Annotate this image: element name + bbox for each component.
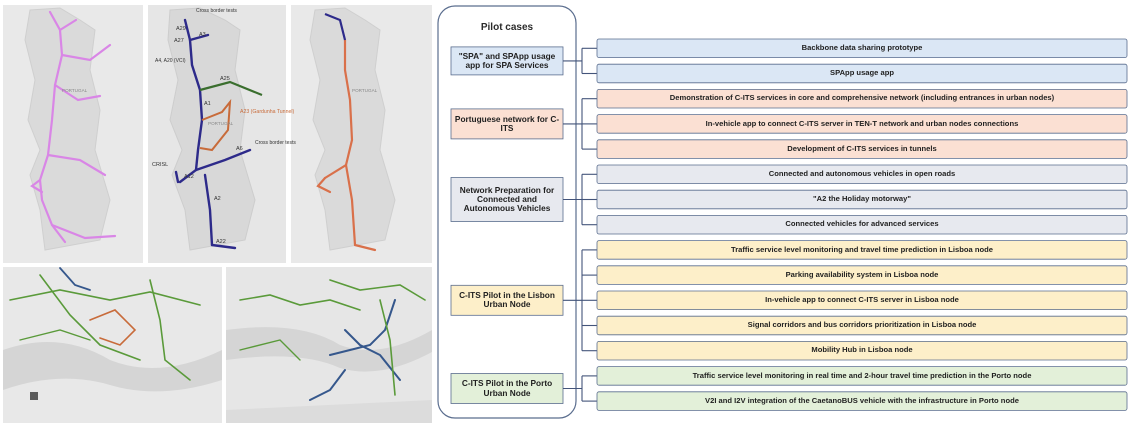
label-a23: A23 (Gardunha Tunnel) (240, 109, 294, 115)
pilot-cases-diagram: Pilot cases "SPA" and SPApp usage app for… (432, 0, 1134, 423)
label-crisl: CRISL (152, 162, 168, 168)
label-a3: A3 (199, 32, 206, 38)
label-cross-border-right: Cross border tests (255, 140, 296, 146)
item-label: Traffic service level monitoring and tra… (730, 244, 994, 254)
item-label: "A2 the Holiday motorway" (813, 194, 911, 204)
item-label: Signal corridors and bus corridors prior… (747, 320, 977, 330)
label-a12: A12 (184, 174, 194, 180)
item-label: Traffic service level monitoring in real… (692, 370, 1032, 380)
item-label: Development of C-ITS services in tunnels (787, 143, 937, 153)
label-a27: A27 (174, 38, 184, 44)
item-box (596, 114, 1128, 134)
group-box (450, 46, 564, 76)
item-label: Connected vehicles for advanced services (785, 219, 939, 229)
label-a29: A29 (176, 26, 186, 32)
group-box (450, 177, 564, 222)
item-label: Demonstration of C-ITS services in core … (669, 93, 1055, 103)
item-label: V2I and I2V integration of the CaetanoBU… (705, 395, 1019, 405)
diagram-title: Pilot cases (480, 22, 534, 34)
group-box (450, 373, 564, 404)
item-label: In-vehicle app to connect C-ITS server i… (765, 295, 959, 305)
label-portugal-1: PORTUGAL (62, 88, 88, 93)
item-box (596, 366, 1128, 386)
item-box (596, 240, 1128, 260)
item-box (596, 89, 1128, 109)
label-a22: A22 (216, 239, 226, 245)
group-label: C-ITS Pilot in the Porto Urban Node (461, 378, 553, 398)
label-portugal-3: PORTUGAL (352, 88, 378, 93)
label-portugal-2: PORTUGAL (208, 121, 234, 126)
item-box (596, 214, 1128, 235)
item-box (596, 290, 1128, 311)
item-box (596, 189, 1128, 210)
item-label: Mobility Hub in Lisboa node (811, 345, 913, 355)
group-label: C-ITS Pilot in the Lisbon Urban Node (459, 290, 555, 310)
item-box (596, 391, 1128, 411)
item-box (596, 164, 1128, 185)
label-a2: A2 (214, 196, 221, 202)
item-label: Connected and autonomous vehicles in ope… (768, 169, 956, 179)
label-a1: A1 (204, 101, 211, 107)
orange-roads (316, 38, 377, 252)
group-box (450, 284, 564, 316)
group-label: "SPA" and SPApp usage app for SPA Servic… (458, 50, 556, 70)
item-box (596, 139, 1128, 159)
label-a6: A6 (236, 146, 243, 152)
pink-roads (30, 10, 117, 244)
label-a4-a20: A4, A20 (VCI) (155, 58, 186, 64)
group-box (450, 108, 564, 140)
label-a25: A25 (220, 76, 230, 82)
group-label: Network Preparation for Connected and Au… (459, 184, 555, 214)
item-box (596, 340, 1128, 361)
item-label: Backbone data sharing prototype (801, 43, 923, 53)
group-label: Portuguese network for C-ITS (454, 113, 560, 133)
item-box (596, 315, 1128, 336)
maps-panel: A29 A3 A27 A25 A1 A12 A6 A2 A22 CRISL PO… (0, 0, 432, 423)
item-box (596, 265, 1128, 285)
item-box (596, 38, 1128, 59)
item-label: SPApp usage app (830, 68, 894, 78)
item-label: Parking availability system in Lisboa no… (785, 269, 939, 279)
blue-roads (174, 18, 252, 250)
label-cross-border-top: Cross border tests (196, 8, 237, 14)
pilot-cases-frame (437, 5, 577, 419)
item-box (596, 63, 1128, 84)
item-label: In-vehicle app to connect C-ITS server i… (705, 118, 1019, 128)
